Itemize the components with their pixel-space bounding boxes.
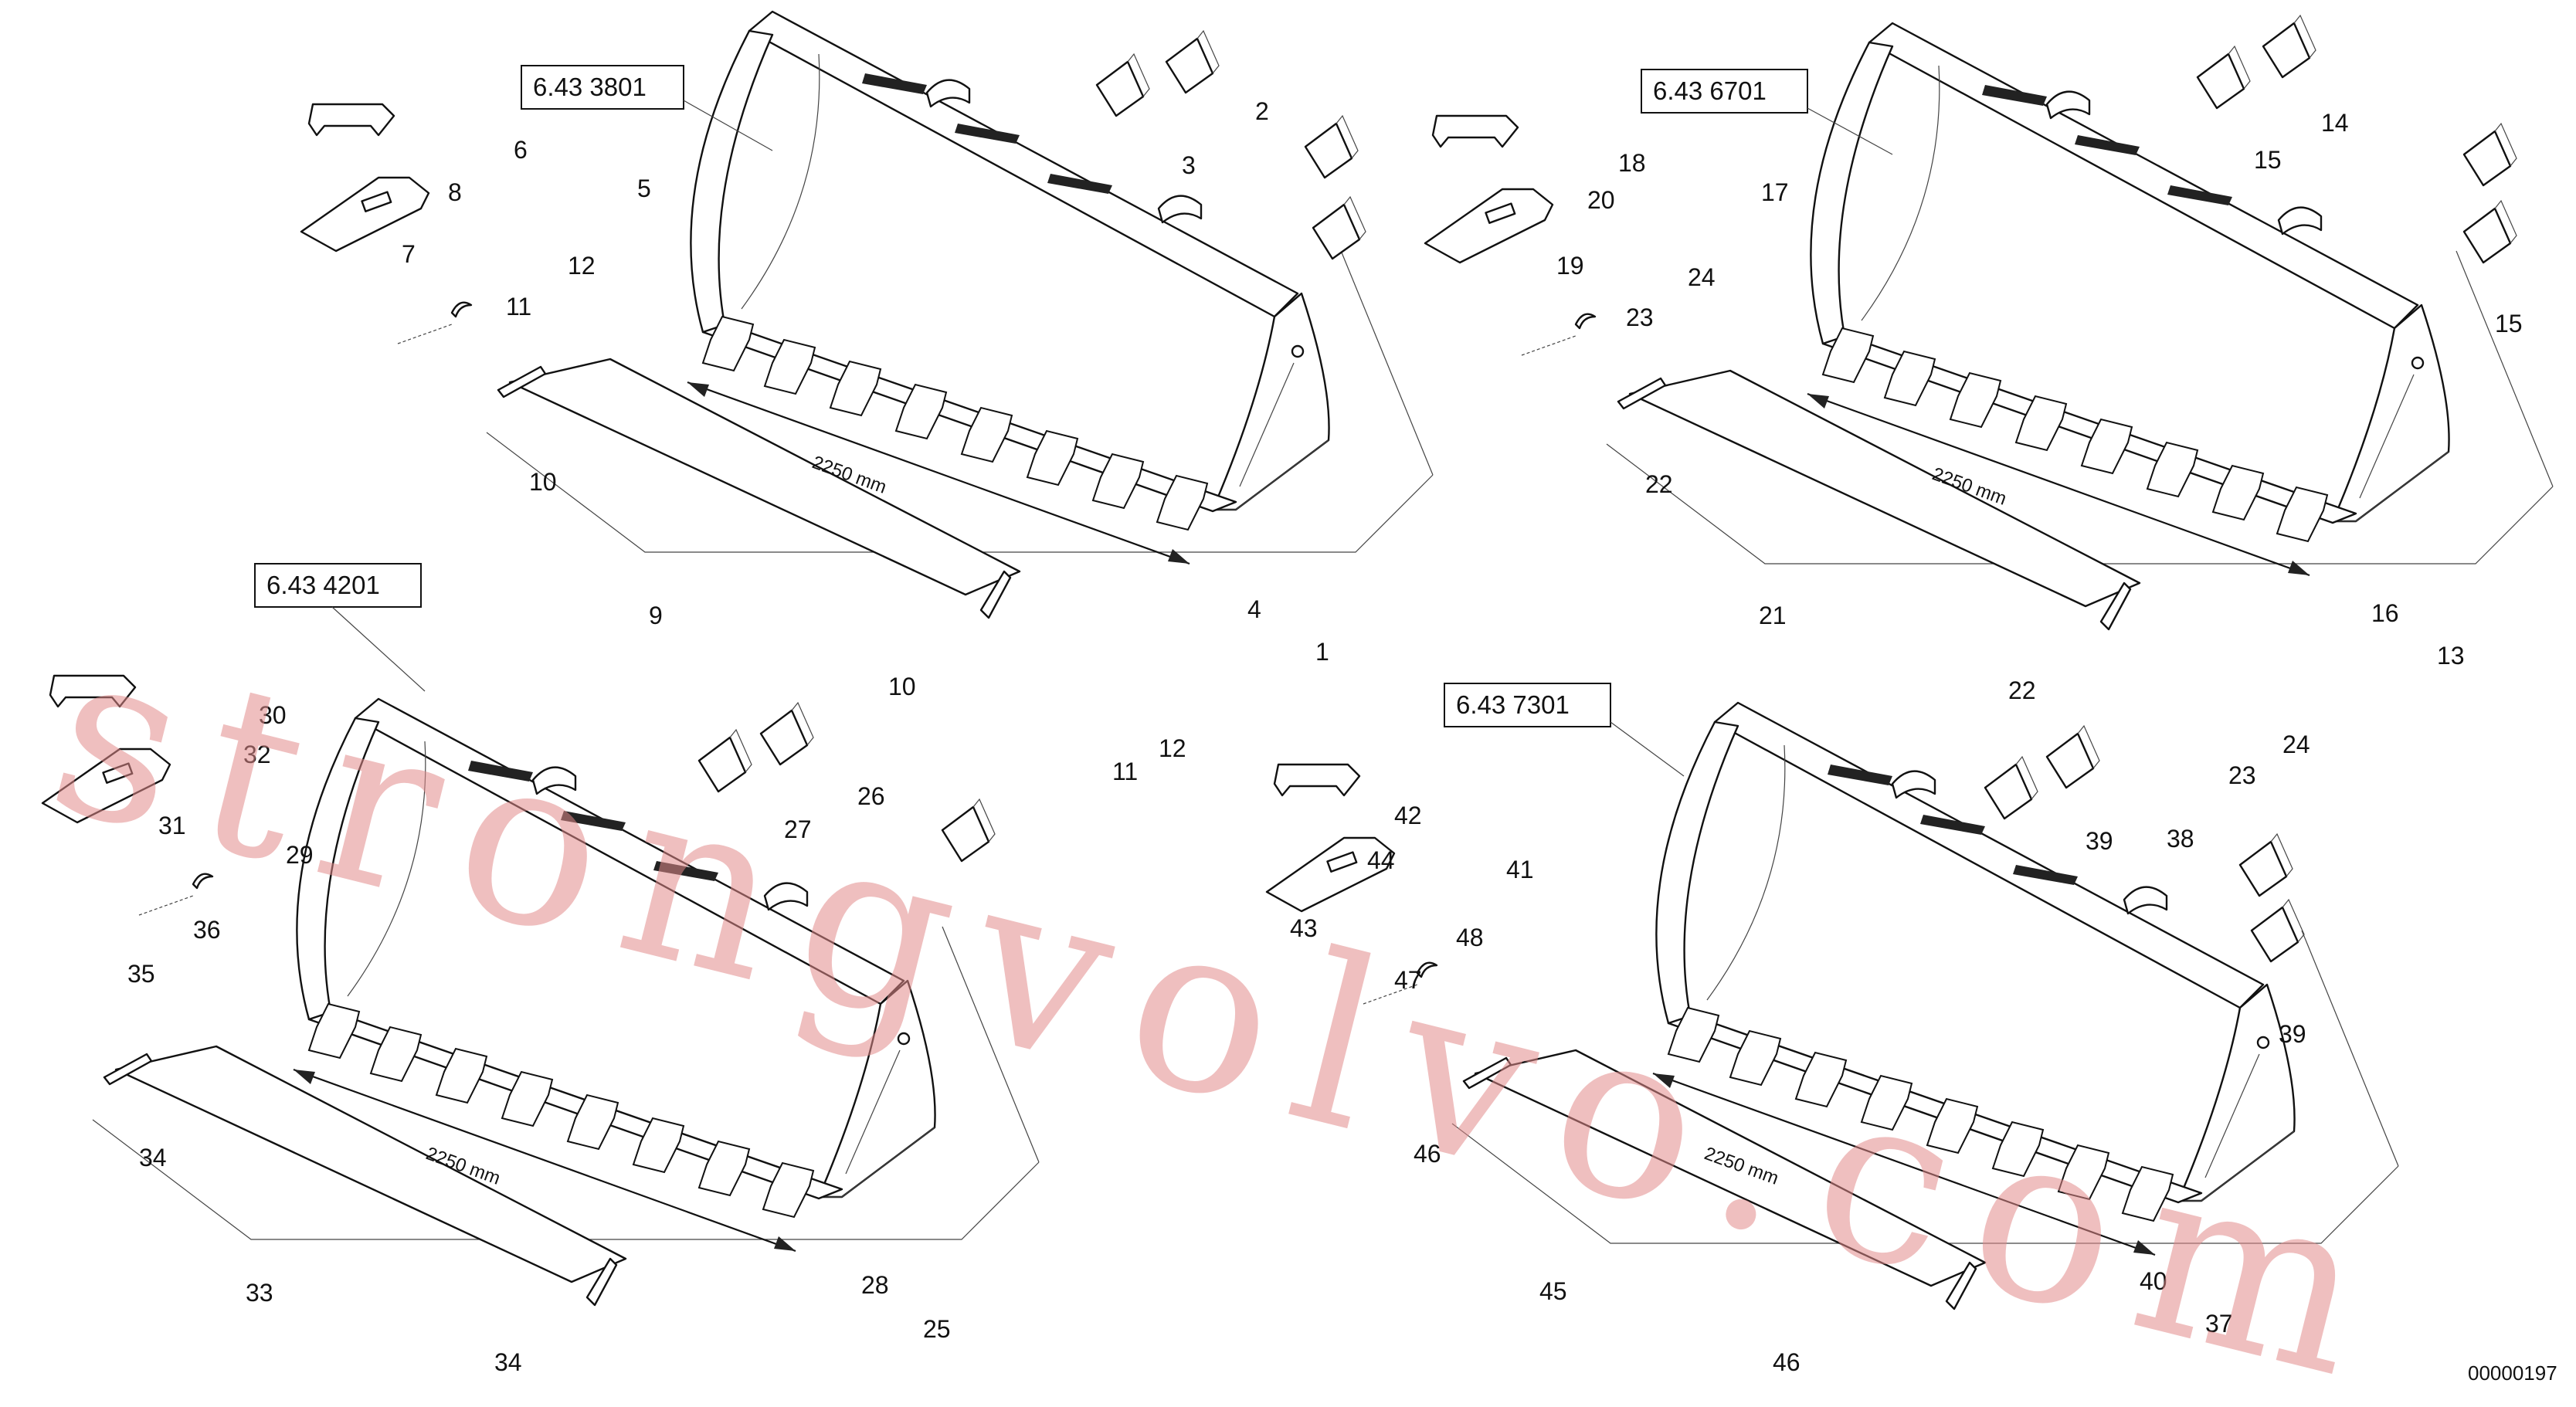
callout-8: 8 xyxy=(448,178,462,206)
callout-46a: 46 xyxy=(1414,1140,1441,1168)
callout-33: 33 xyxy=(246,1279,273,1307)
callout-30: 30 xyxy=(259,701,287,729)
callout-48: 48 xyxy=(1456,924,1484,951)
callout-16: 16 xyxy=(2371,599,2399,627)
ref-box xyxy=(521,65,684,110)
assembly-ref: 6.43 4201 xyxy=(266,571,380,599)
watermark: strongvolvo.com xyxy=(29,595,2420,1407)
callout-29: 29 xyxy=(286,841,314,869)
callout-35: 35 xyxy=(127,960,155,988)
callout-2: 2 xyxy=(1255,97,1269,125)
callout-40: 40 xyxy=(2140,1267,2167,1295)
callout-24a: 24 xyxy=(1688,263,1716,291)
callout-7: 7 xyxy=(402,240,416,268)
assembly-ref: 6.43 6701 xyxy=(1653,76,1767,105)
callout-9: 9 xyxy=(649,602,663,629)
callout-11b: 11 xyxy=(1112,758,1138,785)
callout-26: 26 xyxy=(857,782,885,810)
ref-box xyxy=(254,563,422,608)
assembly-6-43-7301: 6.43 7301 2250 mm 37 38 39 39 40 41 42 4… xyxy=(1265,683,2400,1376)
callout-12b: 12 xyxy=(1159,734,1186,762)
callout-3: 3 xyxy=(1182,151,1196,179)
callout-41: 41 xyxy=(1506,856,1534,883)
callout-10b: 10 xyxy=(888,673,916,700)
callout-32: 32 xyxy=(243,741,271,768)
callout-45: 45 xyxy=(1539,1277,1567,1305)
callout-18: 18 xyxy=(1618,149,1646,177)
callout-6: 6 xyxy=(514,136,528,164)
assembly-ref: 6.43 3801 xyxy=(533,73,647,101)
callout-38: 38 xyxy=(2167,825,2194,853)
callout-27: 27 xyxy=(784,815,812,843)
callout-25: 25 xyxy=(923,1315,951,1343)
callout-11a: 11 xyxy=(506,293,531,320)
callout-22a: 22 xyxy=(1645,470,1673,498)
callout-13: 13 xyxy=(2437,642,2465,670)
callout-15a: 15 xyxy=(2254,146,2282,174)
callout-1: 1 xyxy=(1315,638,1329,666)
callout-22b: 22 xyxy=(2008,676,2036,704)
callout-15b: 15 xyxy=(2495,310,2523,337)
callout-47: 47 xyxy=(1394,966,1422,994)
callout-23b: 23 xyxy=(2228,761,2256,789)
assembly-ref: 6.43 7301 xyxy=(1456,690,1570,719)
callout-10a: 10 xyxy=(529,468,557,496)
callout-28: 28 xyxy=(861,1271,889,1299)
assembly-6-43-6701: 6.43 6701 2250 mm 13 14 15 15 16 17 18 1… xyxy=(1424,14,2554,789)
callout-20: 20 xyxy=(1587,186,1615,214)
callout-23a: 23 xyxy=(1626,303,1654,331)
ref-box xyxy=(1444,683,1611,727)
callout-4: 4 xyxy=(1247,595,1261,623)
callout-42: 42 xyxy=(1394,802,1422,829)
callout-21: 21 xyxy=(1759,602,1787,629)
callout-19: 19 xyxy=(1556,252,1584,280)
callout-34a: 34 xyxy=(139,1144,167,1171)
callout-39a: 39 xyxy=(2086,827,2113,855)
callout-12a: 12 xyxy=(568,252,596,280)
assembly-6-43-3801: 6.43 3801 2250 mm 1 2 3 4 5 6 7 8 9 10 1… xyxy=(300,10,1434,785)
callout-44: 44 xyxy=(1367,846,1395,874)
callout-14: 14 xyxy=(2321,109,2349,137)
callout-43: 43 xyxy=(1290,914,1318,942)
callout-24b: 24 xyxy=(2282,731,2310,758)
callout-36: 36 xyxy=(193,916,221,944)
callout-34b: 34 xyxy=(494,1348,522,1376)
callout-37: 37 xyxy=(2205,1310,2233,1337)
callout-46b: 46 xyxy=(1773,1348,1800,1376)
callout-5: 5 xyxy=(637,175,651,202)
drawing-code: 00000197 xyxy=(2468,1361,2557,1385)
callout-39b: 39 xyxy=(2279,1020,2306,1048)
callout-31: 31 xyxy=(158,812,186,839)
callout-17: 17 xyxy=(1761,178,1789,206)
ref-box xyxy=(1641,69,1808,114)
